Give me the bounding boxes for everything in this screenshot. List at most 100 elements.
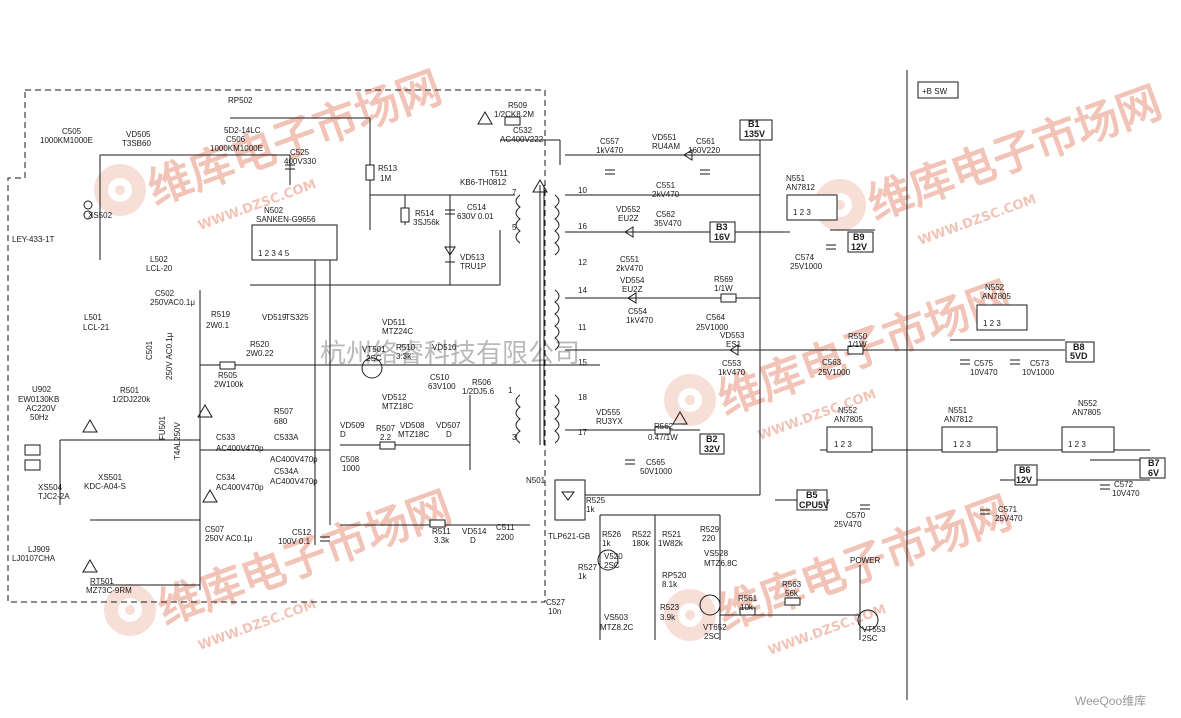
component-label: C534A [274, 467, 299, 476]
component-label: C570 [846, 511, 866, 520]
component-label: VD510 [432, 343, 457, 352]
component-label: C510 [430, 373, 450, 382]
component-value: 2kV470 [616, 264, 644, 273]
component-label: C514 [467, 203, 487, 212]
component-value: D [470, 536, 476, 545]
component-label: VD555 [596, 408, 621, 417]
output-label: B8 [1073, 342, 1085, 352]
component-label: R509 [508, 101, 528, 110]
component-value: AN7812 [786, 183, 815, 192]
component-value: AC220V [26, 404, 56, 413]
component-label: N552 [985, 283, 1005, 292]
component-value: 1/2DJ220k [112, 395, 151, 404]
component-value: 100V 0.1 [278, 537, 311, 546]
component-label: VD507 [436, 421, 461, 430]
component-value: 25V470 [834, 520, 862, 529]
pin-number: 18 [578, 393, 587, 402]
component-label: L502 [150, 255, 168, 264]
component-label: R519 [211, 310, 231, 319]
component-value: 1000 [342, 464, 360, 473]
component-value: 2W100k [214, 380, 244, 389]
output-b2-box [699, 433, 725, 455]
component-label: VD513 [460, 253, 485, 262]
regulator-n552-right [1061, 426, 1115, 453]
output-value: 12V [851, 242, 867, 252]
component-label: R562 [654, 422, 674, 431]
component-value: 160V220 [688, 146, 721, 155]
component-value: RU4AM [652, 142, 680, 151]
transistor-v520-icon [597, 549, 619, 571]
component-label: R521 [662, 530, 682, 539]
component-value: 10k [740, 603, 754, 612]
output-b1-box [739, 119, 773, 141]
pin-number: 11 [578, 323, 587, 332]
component-value: 50Hz [30, 413, 49, 422]
component-value: 25V1000 [790, 262, 823, 271]
component-label: R505 [218, 371, 238, 380]
component-label: R527 [578, 563, 598, 572]
component-label: LJ909 [28, 545, 50, 554]
component-label: VD551 [652, 133, 677, 142]
component-value: EW0130KB [18, 395, 59, 404]
regulator-n552-top [976, 304, 1028, 331]
component-value: 3.9k [660, 613, 676, 622]
component-value: 1M [380, 174, 391, 183]
pin-number: 17 [578, 428, 587, 437]
component-value: 1k [586, 505, 595, 514]
component-value: TRU1P [460, 262, 486, 271]
component-label: RP502 [228, 96, 253, 105]
output-label: B6 [1019, 465, 1031, 475]
component-label: VD519 [262, 313, 287, 322]
component-label: LEY-433-1T [12, 235, 55, 244]
component-label: R514 [415, 209, 435, 218]
transformer-t511-icon [515, 185, 560, 445]
component-label: C557 [600, 137, 620, 146]
component-value: 1/1W [714, 284, 733, 293]
output-b7-box [1139, 457, 1166, 479]
component-value: T4AL250V [173, 422, 182, 460]
component-value: 1000KM1000E [210, 144, 263, 153]
component-label: C505 [62, 127, 82, 136]
component-value: 2SC [704, 632, 720, 641]
component-value: 1kV470 [718, 368, 746, 377]
component-label: R520 [250, 340, 270, 349]
component-label: R563 [782, 580, 802, 589]
output-b6-box [1014, 464, 1038, 486]
pin-number: 5 [512, 223, 517, 232]
component-label: VD508 [400, 421, 425, 430]
component-value: MTZ8.2C [600, 623, 634, 632]
component-label: C563 [822, 358, 842, 367]
component-label: R561 [738, 594, 758, 603]
component-value: 2W0.22 [246, 349, 274, 358]
component-value: RU3YX [596, 417, 623, 426]
output-label: B7 [1148, 458, 1160, 468]
component-label: XS502 [88, 211, 113, 220]
component-label: VS503 [604, 613, 629, 622]
output-b5-box [796, 489, 828, 511]
component-label: C562 [656, 210, 676, 219]
component-label: N552 [1078, 399, 1098, 408]
component-label: C502 [155, 289, 175, 298]
component-label: T511 [490, 169, 508, 178]
output-value: 6V [1148, 468, 1159, 478]
component-label: C575 [974, 359, 994, 368]
output-label: B9 [853, 232, 865, 242]
pin-number: 10 [578, 186, 587, 195]
component-value: 2200 [496, 533, 514, 542]
component-label: VD509 [340, 421, 365, 430]
resistor-r509-icon [504, 116, 521, 126]
component-value: 1000KM1000E [40, 136, 93, 145]
ic-n502 [251, 224, 338, 261]
pin-number: 1 [508, 386, 513, 395]
resistor-r514-icon [400, 207, 410, 223]
optocoupler-led-icon [561, 491, 575, 501]
optocoupler-n501 [554, 479, 586, 521]
component-value: 0.47/1W [648, 433, 678, 442]
diode-vd552-icon [624, 226, 634, 238]
resistor-r513-icon [365, 164, 375, 181]
component-label: RP520 [662, 571, 687, 580]
component-value: 3.3k [434, 536, 450, 545]
component-value: 400V330 [284, 157, 317, 166]
resistor-r511-icon [429, 519, 446, 528]
ic-pins: 1 2 3 4 5 [258, 249, 290, 258]
